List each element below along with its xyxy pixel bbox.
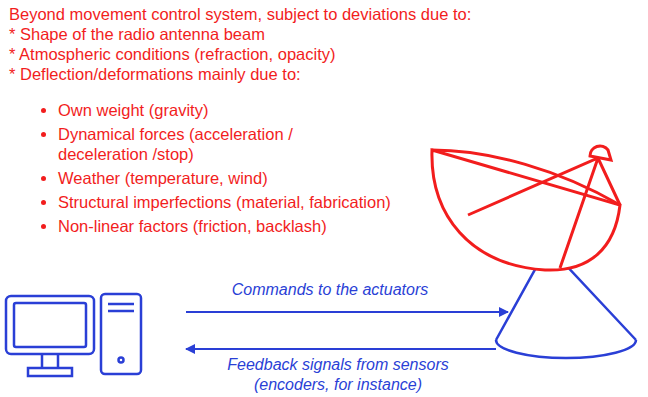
note-text: * Deflection/deformations mainly due to: — [9, 64, 301, 84]
note-text: Non-linear factors (friction, backlash) — [58, 216, 418, 236]
note-text: Structural imperfections (material, fabr… — [58, 192, 418, 212]
computer-icon — [6, 294, 141, 376]
command-arrow — [186, 311, 508, 313]
note-text: Weather (temperature, wind) — [58, 168, 358, 188]
antenna-dish — [432, 146, 620, 270]
arrow-label: Commands to the actuators — [198, 280, 462, 300]
feedback-arrow — [186, 348, 496, 350]
note-text: Own weight (gravity) — [58, 100, 308, 120]
note-text: * Shape of the radio antenna beam — [9, 24, 265, 44]
arrow-label: Feedback signals from sensors (encoders,… — [186, 355, 490, 395]
note-text: Dynamical forces (acceleration / deceler… — [58, 124, 308, 164]
note-text: * Atmospheric conditions (refraction, op… — [9, 44, 335, 64]
note-text: Beyond movement control system, subject … — [9, 4, 471, 24]
